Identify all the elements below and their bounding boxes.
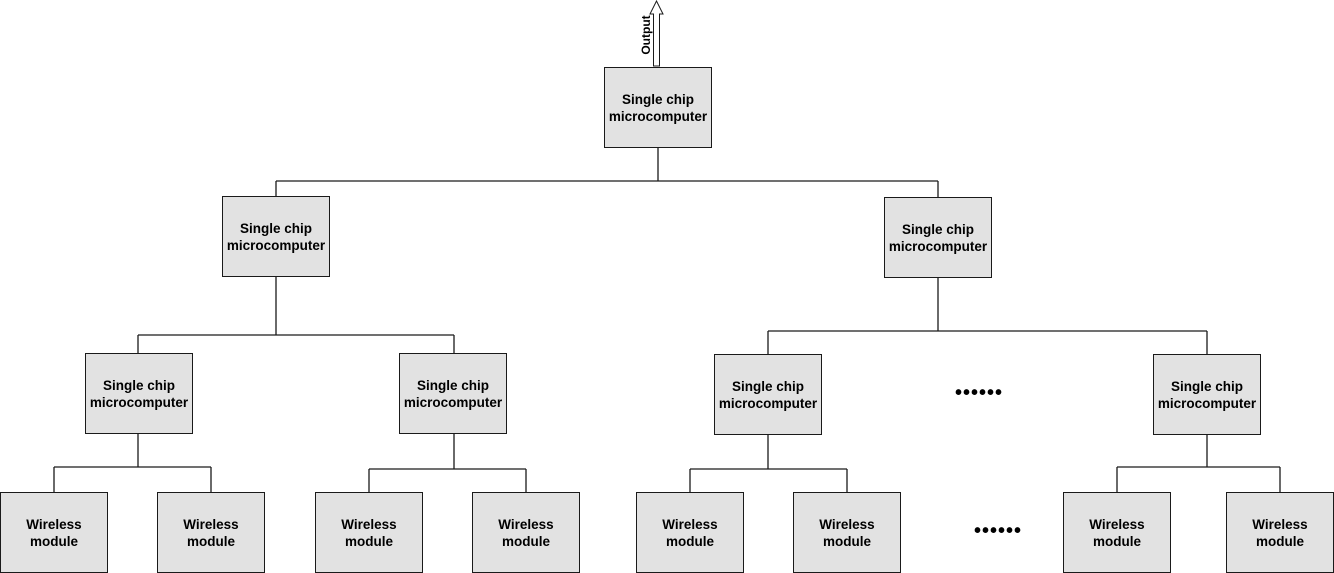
mcu-level3-4-line2: microcomputer	[1157, 395, 1257, 411]
mcu-level3-2-line1: Single chip	[416, 377, 489, 393]
mcu-root-line1: Single chip	[621, 91, 694, 107]
wireless-module-3-line1: Wireless	[341, 516, 397, 532]
mcu-level2-left-line1: Single chip	[239, 220, 312, 236]
mcu-level3-3-line1: Single chip	[731, 378, 804, 394]
output-arrow-icon	[649, 0, 664, 67]
connector-left-branch	[137, 277, 455, 353]
wireless-module-2-line2: module	[186, 533, 235, 549]
ellipsis-bottom: ••••••	[974, 520, 1023, 542]
wireless-module-4-line2: module	[501, 533, 550, 549]
mcu-root-line2: microcomputer	[608, 108, 708, 124]
wireless-module-8-line2: module	[1255, 533, 1304, 549]
mcu-level3-4-line1: Single chip	[1170, 378, 1243, 394]
mcu-level3-2-line2: microcomputer	[403, 394, 503, 410]
wireless-module-7-line2: module	[1092, 533, 1141, 549]
connector-mcu4-wireless	[1116, 435, 1281, 493]
wireless-module-1-line1: Wireless	[26, 516, 82, 532]
connector-root-to-level2	[275, 148, 939, 197]
mcu-level2-right-line2: microcomputer	[888, 238, 988, 254]
mcu-root: Single chip microcomputer	[604, 67, 712, 148]
connector-right-branch	[767, 278, 1208, 355]
wireless-module-1-line2: module	[29, 533, 78, 549]
mcu-level3-4: Single chip microcomputer	[1153, 354, 1261, 435]
connector-mcu1-wireless	[53, 434, 212, 493]
wireless-module-2: Wireless module	[157, 492, 265, 573]
ellipsis-middle: ••••••	[955, 382, 1004, 404]
wireless-module-7-line1: Wireless	[1089, 516, 1145, 532]
mcu-level3-3: Single chip microcomputer	[714, 354, 822, 435]
mcu-level3-1: Single chip microcomputer	[85, 353, 193, 434]
mcu-level3-2: Single chip microcomputer	[399, 353, 507, 434]
wireless-module-8: Wireless module	[1226, 492, 1334, 573]
wireless-module-5-line2: module	[665, 533, 714, 549]
mcu-level3-1-line1: Single chip	[102, 377, 175, 393]
wireless-module-3: Wireless module	[315, 492, 423, 573]
output-label: Output	[639, 15, 653, 55]
mcu-level2-right: Single chip microcomputer	[884, 197, 992, 278]
wireless-module-6: Wireless module	[793, 492, 901, 573]
mcu-level2-left: Single chip microcomputer	[222, 196, 330, 277]
wireless-module-5-line1: Wireless	[662, 516, 718, 532]
wireless-module-5: Wireless module	[636, 492, 744, 573]
mcu-level2-right-line1: Single chip	[901, 221, 974, 237]
wireless-module-6-line1: Wireless	[819, 516, 875, 532]
mcu-level3-3-line2: microcomputer	[718, 395, 818, 411]
wireless-module-6-line2: module	[822, 533, 871, 549]
connector-mcu2-wireless	[368, 434, 527, 493]
mcu-level3-1-line2: microcomputer	[89, 394, 189, 410]
wireless-module-8-line1: Wireless	[1252, 516, 1308, 532]
mcu-level2-left-line2: microcomputer	[226, 237, 326, 253]
connector-mcu3-wireless	[689, 435, 848, 493]
wireless-module-4: Wireless module	[472, 492, 580, 573]
wireless-module-1: Wireless module	[0, 492, 108, 573]
wireless-module-2-line1: Wireless	[183, 516, 239, 532]
wireless-module-7: Wireless module	[1063, 492, 1171, 573]
wireless-module-3-line2: module	[344, 533, 393, 549]
wireless-module-4-line1: Wireless	[498, 516, 554, 532]
